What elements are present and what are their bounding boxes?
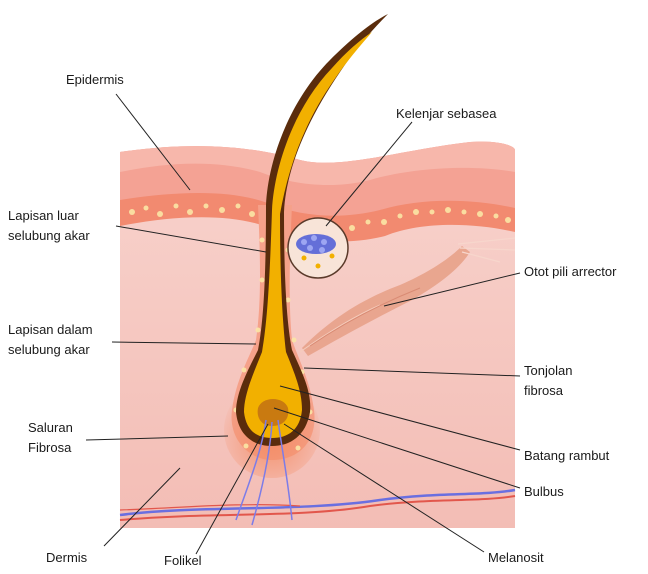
label-dermis: Dermis	[46, 550, 88, 565]
label-fibrous-canal-line1: Saluran	[28, 420, 73, 435]
label-inner-root-sheath-line2: selubung akar	[8, 342, 90, 357]
label-hair-shaft: Batang rambut	[524, 448, 610, 463]
label-fibrous-bulge-line1: Tonjolan	[524, 363, 572, 378]
papilla	[258, 399, 289, 426]
label-fibrous-bulge-line2: fibrosa	[524, 383, 564, 398]
label-bulb: Bulbus	[524, 484, 564, 499]
label-sebaceous-gland: Kelenjar sebasea	[396, 106, 497, 121]
label-fibrous-canal-line2: Fibrosa	[28, 440, 72, 455]
label-outer-root-sheath-line1: Lapisan luar	[8, 208, 79, 223]
sebaceous-gland	[288, 218, 348, 278]
label-melanocyte: Melanosit	[488, 550, 544, 565]
label-epidermis: Epidermis	[66, 72, 124, 87]
label-outer-root-sheath-line2: selubung akar	[8, 228, 90, 243]
label-arrector-pili: Otot pili arrector	[524, 264, 617, 279]
label-follicle: Folikel	[164, 553, 202, 568]
label-inner-root-sheath-line1: Lapisan dalam	[8, 322, 93, 337]
